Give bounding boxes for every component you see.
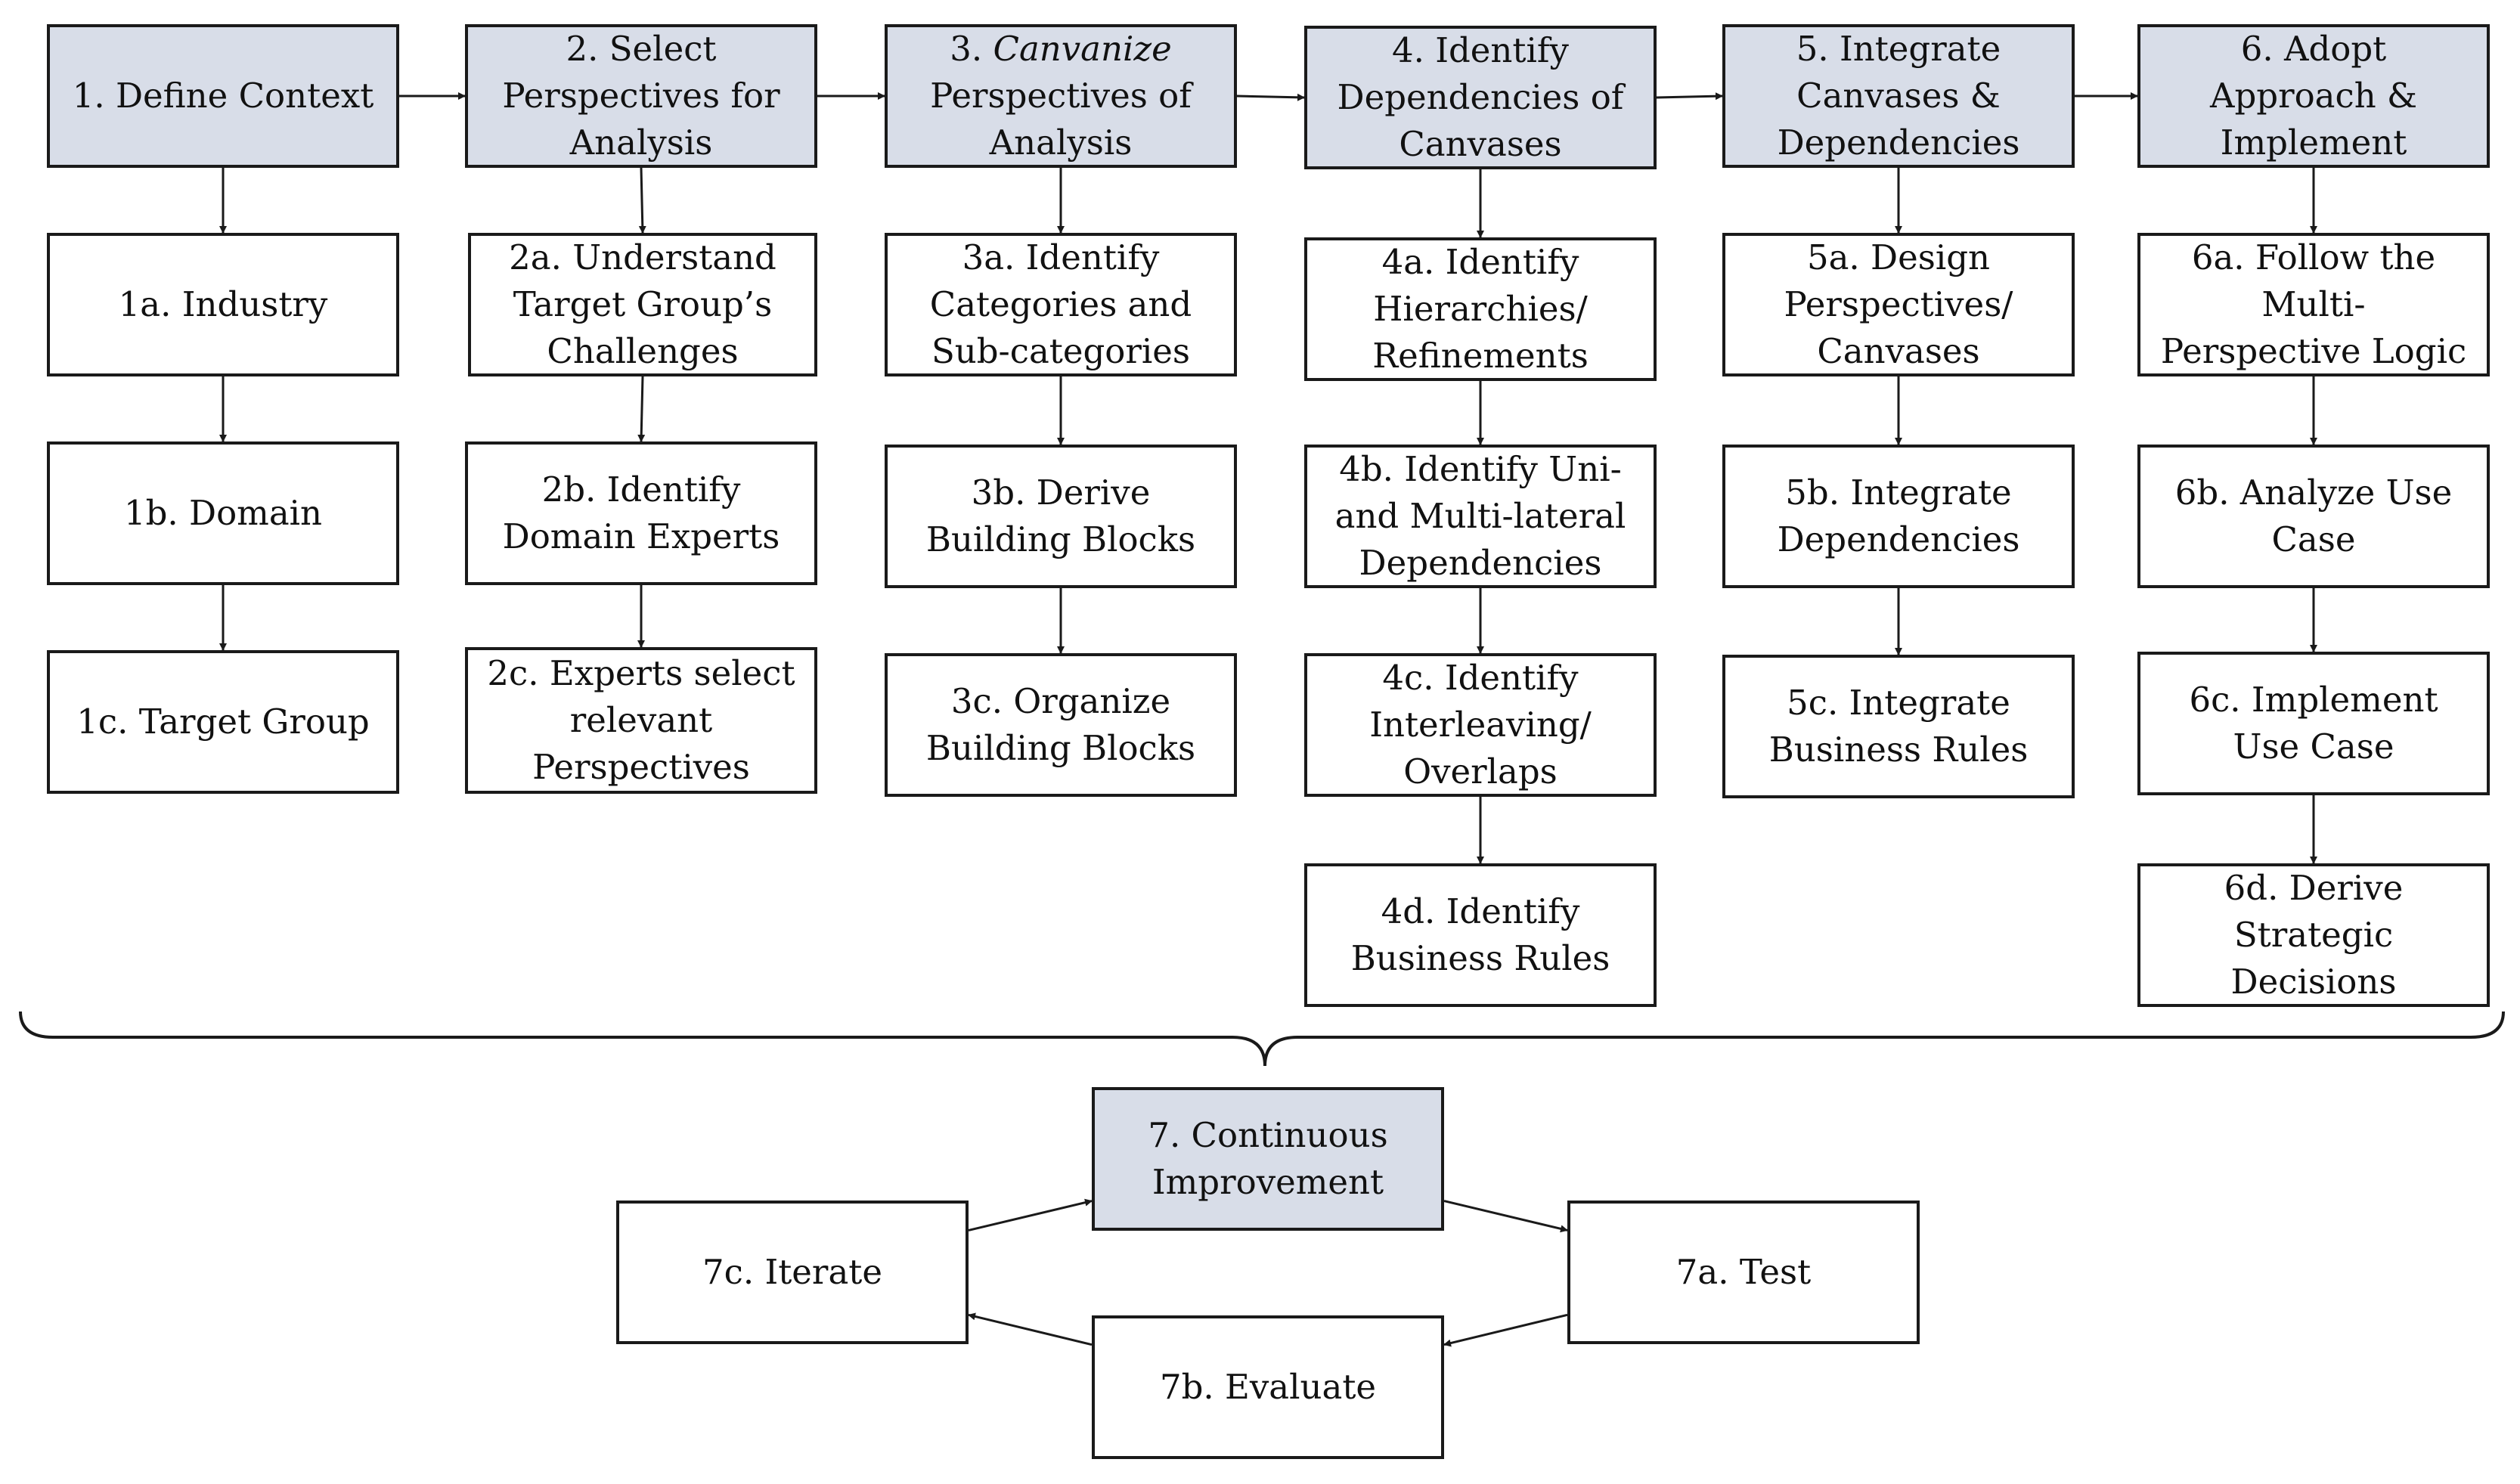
step-1a-label: 1a. Industry xyxy=(118,284,328,324)
step-3-label-italic: Canvanize xyxy=(993,29,1172,69)
step-1b-box: 1b. Domain xyxy=(47,441,399,585)
step-4-header: 4. Identify Dependencies of Canvases xyxy=(1304,26,1657,169)
step-2a-label: 2a. Understand Target Group’s Challenges xyxy=(509,237,776,371)
step-5b-label: 5b. Integrate Dependencies xyxy=(1777,472,2020,559)
step-3-label-suffix: Perspectives of Analysis xyxy=(930,76,1192,163)
step-2c-box: 2c. Experts select relevant Perspectives xyxy=(465,647,817,794)
step-4d-label: 4d. Identify Business Rules xyxy=(1350,891,1610,978)
step-5c-box: 5c. Integrate Business Rules xyxy=(1722,655,2075,798)
step-6b-label: 6b. Analyze Use Case xyxy=(2174,472,2453,559)
step-3c-box: 3c. Organize Building Blocks xyxy=(885,653,1237,797)
step-6d-label: 6d. Derive Strategic Decisions xyxy=(2224,868,2404,1002)
step-4d-box: 4d. Identify Business Rules xyxy=(1304,863,1657,1007)
arrow-h4-to-h5 xyxy=(1656,92,1723,101)
grouping-brace xyxy=(19,1011,2505,1067)
step-3-label: 3. Canvanize Perspectives of Analysis xyxy=(930,27,1192,165)
edges-group xyxy=(219,92,2317,1347)
step-4c-box: 4c. Identify Interleaving/ Overlaps xyxy=(1304,653,1657,797)
step-3b-box: 3b. Derive Building Blocks xyxy=(885,445,1237,588)
step-6b-box: 6b. Analyze Use Case xyxy=(2137,445,2490,588)
arrow-h7-to-s7a xyxy=(1443,1200,1568,1233)
step-3b-label: 3b. Derive Building Blocks xyxy=(925,472,1196,559)
step-6c-label: 6c. Implement Use Case xyxy=(2189,680,2438,767)
step-5-label: 5. Integrate Canvases & Dependencies xyxy=(1777,29,2020,163)
step-3a-label: 3a. Identify Categories and Sub-categori… xyxy=(929,237,1192,371)
step-5-header: 5. Integrate Canvases & Dependencies xyxy=(1722,24,2075,168)
arrow-h3-to-h4 xyxy=(1236,93,1305,101)
step-4b-label: 4b. Identify Uni- and Multi-lateral Depe… xyxy=(1334,449,1626,583)
step-5a-box: 5a. Design Perspectives/ Canvases xyxy=(1722,233,2075,376)
step-2b-label: 2b. Identify Domain Experts xyxy=(502,469,780,556)
step-1b-label: 1b. Domain xyxy=(123,493,323,533)
step-7a-box: 7a. Test xyxy=(1567,1201,1920,1344)
step-4c-label: 4c. Identify Interleaving/ Overlaps xyxy=(1369,658,1592,792)
arrow-s7c-to-h7 xyxy=(968,1198,1093,1232)
step-2-label: 2. Select Perspectives for Analysis xyxy=(502,29,780,163)
step-4-label: 4. Identify Dependencies of Canvases xyxy=(1337,30,1624,164)
step-7c-box: 7c. Iterate xyxy=(616,1201,969,1344)
step-3c-label: 3c. Organize Building Blocks xyxy=(925,681,1196,768)
step-7-label: 7. Continuous Improvement xyxy=(1148,1115,1388,1202)
step-1c-label: 1c. Target Group xyxy=(76,702,370,742)
step-1a-box: 1a. Industry xyxy=(47,233,399,376)
arrow-s7a-to-s7b xyxy=(1443,1313,1568,1347)
step-5c-label: 5c. Integrate Business Rules xyxy=(1768,683,2029,770)
step-7b-label: 7b. Evaluate xyxy=(1159,1367,1377,1407)
step-4b-box: 4b. Identify Uni- and Multi-lateral Depe… xyxy=(1304,445,1657,588)
step-3-label-prefix: 3. xyxy=(950,29,993,69)
step-6-header: 6. Adopt Approach & Implement xyxy=(2137,24,2490,168)
step-3-header: 3. Canvanize Perspectives of Analysis xyxy=(885,24,1237,168)
arrow-s7b-to-s7c xyxy=(968,1312,1093,1346)
step-7c-label: 7c. Iterate xyxy=(702,1252,882,1292)
step-5b-box: 5b. Integrate Dependencies xyxy=(1722,445,2075,588)
step-6c-box: 6c. Implement Use Case xyxy=(2137,652,2490,795)
step-2a-box: 2a. Understand Target Group’s Challenges xyxy=(468,233,817,376)
step-7b-box: 7b. Evaluate xyxy=(1092,1315,1444,1459)
step-7a-label: 7a. Test xyxy=(1675,1252,1812,1292)
step-3a-box: 3a. Identify Categories and Sub-categori… xyxy=(885,233,1237,376)
step-1c-box: 1c. Target Group xyxy=(47,650,399,794)
step-7-header: 7. Continuous Improvement xyxy=(1092,1087,1444,1231)
step-6a-box: 6a. Follow the Multi- Perspective Logic xyxy=(2137,233,2490,376)
step-1-header: 1. Define Context xyxy=(47,24,399,168)
arrow-h2-to-s2a xyxy=(638,167,646,234)
step-2c-label: 2c. Experts select relevant Perspectives xyxy=(487,653,795,787)
step-6-label: 6. Adopt Approach & Implement xyxy=(2209,29,2418,163)
step-4a-box: 4a. Identify Hierarchies/ Refinements xyxy=(1304,237,1657,381)
step-1-label: 1. Define Context xyxy=(72,76,374,116)
step-4a-label: 4a. Identify Hierarchies/ Refinements xyxy=(1372,242,1589,376)
step-2-header: 2. Select Perspectives for Analysis xyxy=(465,24,817,168)
step-2b-box: 2b. Identify Domain Experts xyxy=(465,441,817,585)
step-6d-box: 6d. Derive Strategic Decisions xyxy=(2137,863,2490,1007)
step-6a-label: 6a. Follow the Multi- Perspective Logic xyxy=(2160,237,2467,371)
arrow-s2a-to-s2b xyxy=(637,376,646,442)
step-5a-label: 5a. Design Perspectives/ Canvases xyxy=(1784,237,2013,371)
